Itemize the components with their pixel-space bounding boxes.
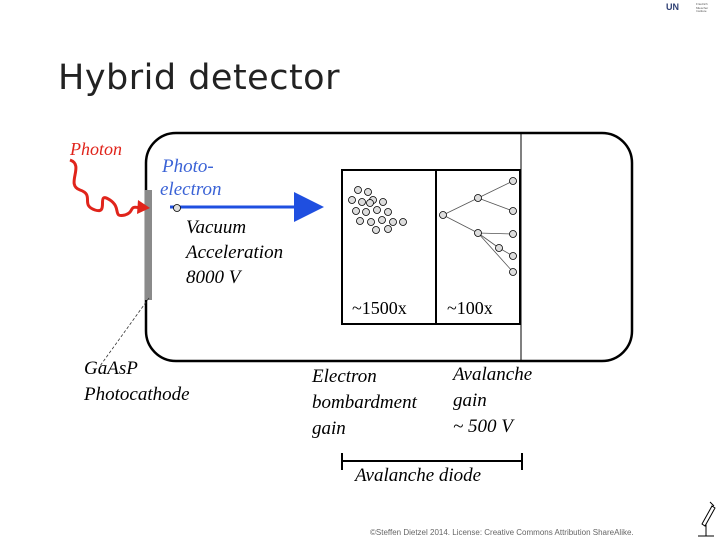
electron-label-3: gain [312, 418, 346, 439]
voltage-label: 8000 V [186, 267, 243, 288]
avalanche-gain-value: ~100x [447, 298, 493, 318]
photon-arrowhead [137, 200, 150, 214]
photoelectron-label-1: Photo- [161, 156, 214, 177]
photoelectron-dot [173, 204, 181, 212]
avalanche-electrons [439, 177, 517, 276]
microscope-icon [698, 501, 716, 537]
electron-label-1: Electron [311, 366, 377, 387]
avalanche-region [435, 169, 521, 325]
cathode-label-1: GaAsP [84, 358, 138, 379]
cathode-label-2: Photocathode [83, 384, 190, 405]
logo-text: Friedrich Miescher Institute [696, 2, 709, 13]
acceleration-label: Acceleration [184, 242, 283, 263]
avalanche-diode-label: Avalanche diode [353, 465, 481, 486]
photon-label: Photon [69, 139, 122, 159]
avalanche-label-1: Avalanche [451, 364, 532, 385]
avalanche-label-2: gain [453, 390, 487, 411]
avalanche-diode-bracket [341, 453, 523, 470]
photoelectron-label-2: electron [160, 179, 222, 200]
slide-title: Hybrid detector [58, 58, 340, 98]
avalanche-label-3: ~ 500 V [453, 416, 515, 437]
logo-mark-icon: UN [666, 2, 679, 12]
bombardment-gain-value: ~1500x [352, 298, 407, 318]
photocathode-plate [145, 190, 152, 300]
photocathode-leader [99, 297, 150, 367]
credit-text: ©Steffen Dietzel 2014. License: Creative… [370, 528, 634, 537]
institute-logo: UN Friedrich Miescher Institute [666, 2, 720, 30]
vacuum-label: Vacuum [186, 217, 246, 238]
electron-label-2: bombardment [312, 392, 418, 413]
electron-cluster [348, 186, 407, 234]
photon-wave [69, 158, 141, 218]
